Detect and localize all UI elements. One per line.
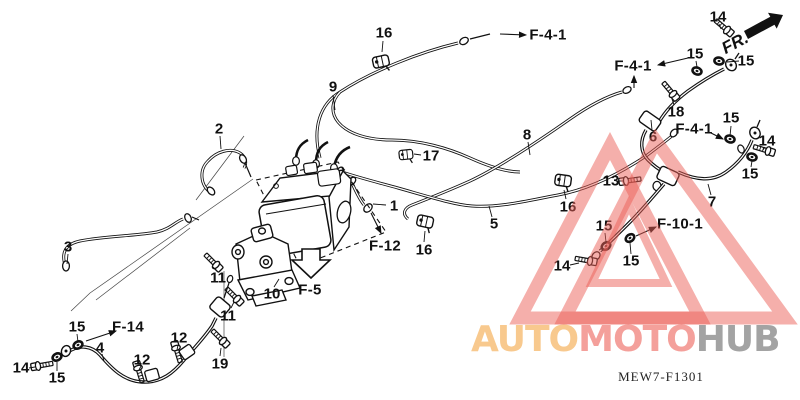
part-label-4: 4: [95, 339, 105, 357]
ref-label-f-4-1: F-4-1: [675, 120, 713, 138]
part-label-9: 9: [328, 78, 338, 96]
part-label-3: 3: [63, 238, 73, 256]
part-label-18: 18: [667, 103, 685, 121]
ref-label-f-12: F-12: [368, 237, 402, 255]
part-label-12: 12: [133, 351, 151, 369]
part-label-14: 14: [758, 132, 776, 150]
ref-label-f-4-1: F-4-1: [614, 57, 652, 75]
part-label-1: 1: [389, 197, 399, 215]
part-label-15: 15: [595, 217, 613, 235]
ref-label-f-14: F-14: [111, 318, 145, 336]
part-label-10: 10: [263, 285, 281, 303]
part-label-19: 19: [211, 355, 229, 373]
part-label-15: 15: [737, 52, 755, 70]
part-label-6: 6: [648, 128, 658, 146]
part-label-14: 14: [709, 8, 727, 26]
ref-label-f-4-1: F-4-1: [529, 26, 567, 44]
part-label-15: 15: [622, 252, 640, 270]
part-label-11: 11: [220, 307, 236, 325]
part-label-15: 15: [48, 369, 66, 387]
part-label-14: 14: [12, 359, 30, 377]
part-label-15: 15: [68, 318, 86, 336]
part-label-5: 5: [489, 215, 499, 233]
ref-label-f-5: F-5: [298, 281, 322, 299]
part-label-15: 15: [686, 45, 704, 63]
part-label-15: 15: [741, 165, 759, 183]
part-label-8: 8: [522, 126, 532, 144]
part-label-16: 16: [415, 241, 433, 259]
part-label-7: 7: [707, 193, 717, 211]
part-label-15: 15: [722, 109, 740, 127]
diagram-code: MEW7-F1301: [618, 369, 704, 384]
part-label-2: 2: [214, 120, 224, 138]
part-label-14: 14: [553, 257, 571, 275]
part-label-12: 12: [170, 329, 188, 347]
part-label-17: 17: [422, 147, 440, 165]
part-label-13: 13: [602, 172, 620, 190]
part-label-16: 16: [375, 24, 393, 42]
part-label-11: 11: [210, 269, 226, 287]
part-label-16: 16: [559, 198, 577, 216]
ref-label-f-10-1: F-10-1: [657, 215, 703, 233]
